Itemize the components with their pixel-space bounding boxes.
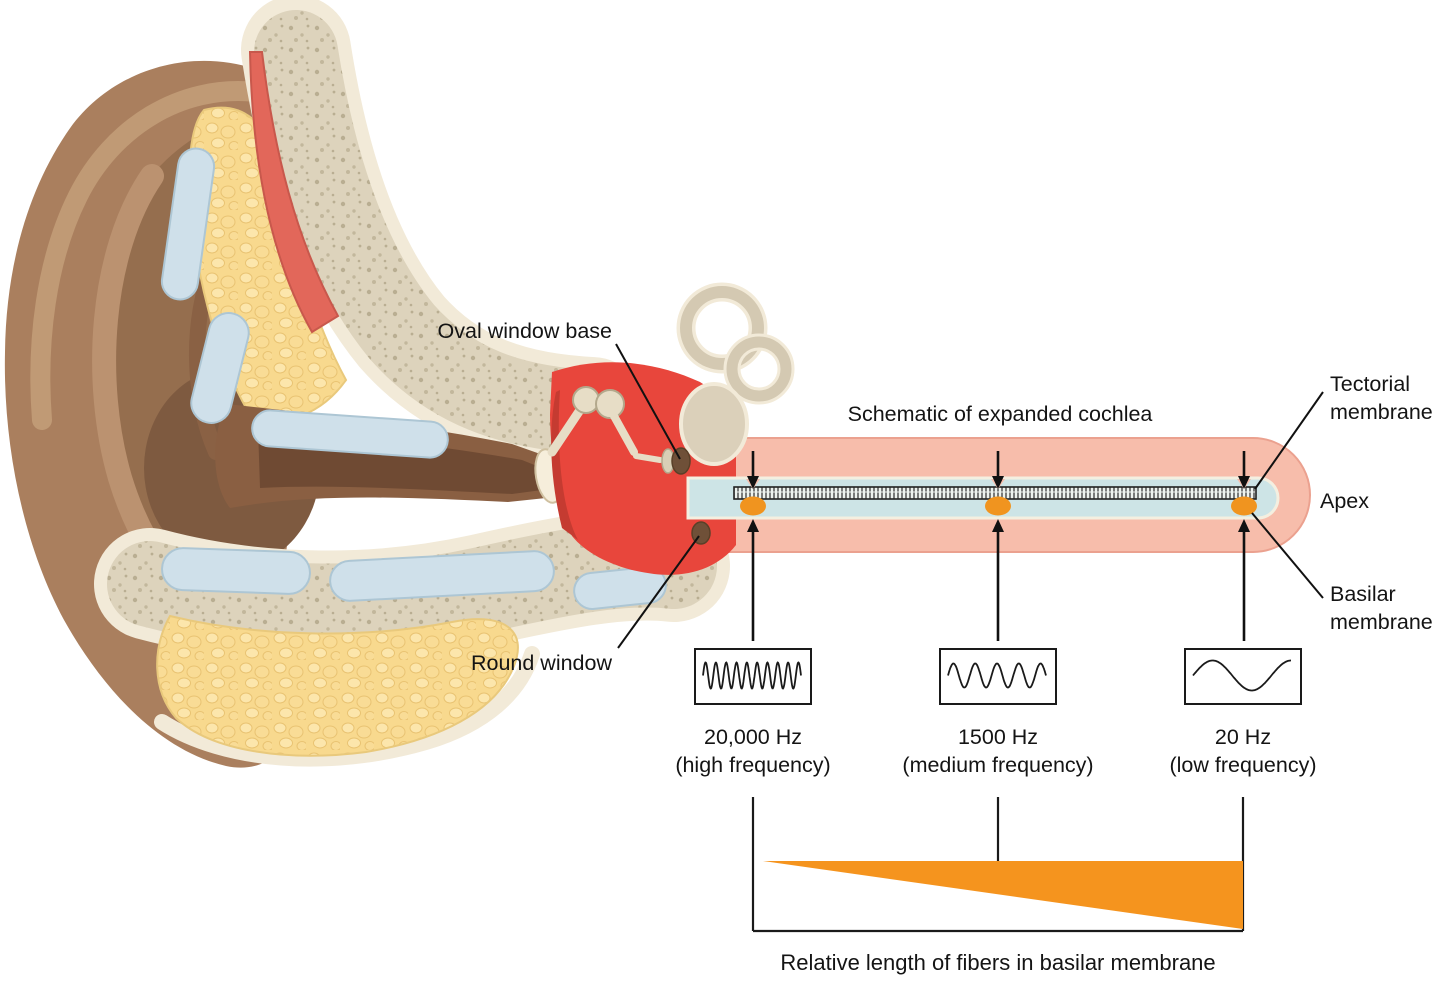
round-window-label: Round window <box>470 651 612 675</box>
frequency-label-low: 20 Hz (low frequency) <box>1123 723 1363 779</box>
middle-ear-shadow <box>551 390 578 540</box>
oval-window-line <box>615 343 681 460</box>
round-window-line <box>617 535 700 649</box>
frequency-desc: (low frequency) <box>1169 753 1317 777</box>
basilar-membrane-line <box>1251 512 1324 599</box>
waveform-box-high <box>694 648 812 705</box>
vestibule <box>679 382 749 466</box>
schematic-title: Schematic of expanded cochlea <box>847 402 1153 426</box>
hair-cell-bump-low <box>1231 496 1257 516</box>
high-frequency-wave-icon <box>702 661 802 690</box>
oval-window <box>671 447 691 475</box>
apex-label: Apex <box>1320 489 1370 513</box>
frequency-desc: (medium frequency) <box>902 753 1094 777</box>
waveform-box-low <box>1184 648 1302 705</box>
fat-tissue-lower <box>156 614 519 757</box>
tectorial-membrane-line <box>1254 391 1324 490</box>
temporal-muscle <box>248 51 340 334</box>
hair-cell-bump-medium <box>985 496 1011 516</box>
skin-outline-lower <box>154 646 540 767</box>
hair-cell-bump-high <box>740 496 766 516</box>
frequency-desc: (high frequency) <box>675 753 831 777</box>
ossicles <box>547 386 675 474</box>
frequency-label-high: 20,000 Hz (high frequency) <box>633 723 873 779</box>
temporal-bone-upper <box>241 0 647 467</box>
malleus-head <box>572 386 600 414</box>
fiber-length-triangle <box>763 861 1243 929</box>
bottom-arrows <box>747 519 1250 641</box>
tectorial-membrane-label: Tectorial membrane <box>1330 372 1433 424</box>
stapes <box>633 453 663 463</box>
frequency-value: 1500 Hz <box>957 725 1039 749</box>
incus <box>595 389 625 419</box>
cartilage-tissue <box>160 147 667 610</box>
malleus-handle <box>547 405 585 457</box>
frequency-label-medium: 1500 Hz (medium frequency) <box>878 723 1118 779</box>
basilar-membrane-label: Basilar membrane <box>1330 582 1433 634</box>
frequency-value: 20,000 Hz <box>703 725 802 749</box>
low-frequency-wave-icon <box>1192 659 1291 692</box>
top-arrows <box>747 451 1250 489</box>
frequency-value: 20 Hz <box>1214 725 1272 749</box>
waveform-box-medium <box>939 648 1057 705</box>
medium-frequency-wave-icon <box>947 662 1047 689</box>
figure-caption: Relative length of fibers in basilar mem… <box>780 950 1216 975</box>
label-connector-lines <box>615 343 1324 649</box>
oval-window-label: Oval window base <box>437 319 612 343</box>
semicircular-canals <box>676 282 795 466</box>
